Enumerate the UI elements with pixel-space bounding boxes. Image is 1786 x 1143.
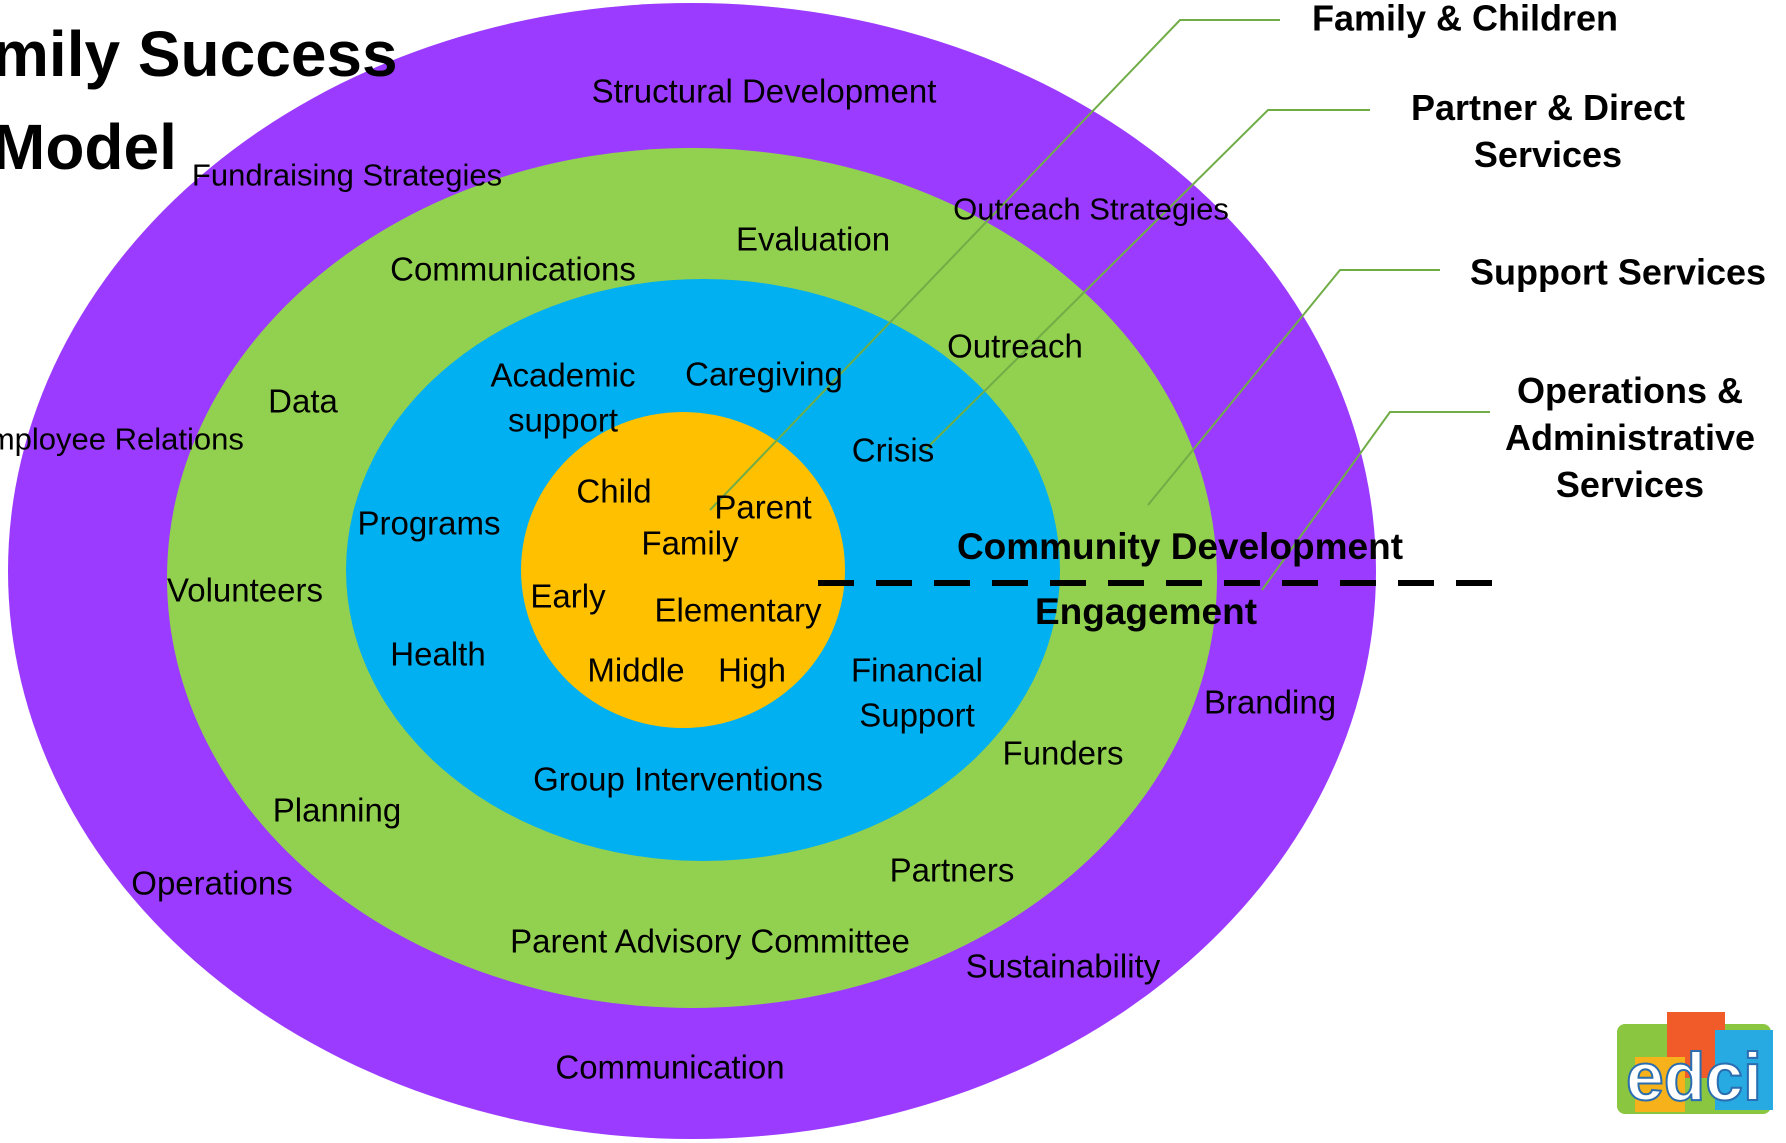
legend-support-services: Support Services <box>1469 251 1767 293</box>
label-caregiving: Caregiving <box>685 355 843 393</box>
label-evaluation: Evaluation <box>735 220 891 258</box>
label-group-interventions: Group Interventions <box>533 760 823 798</box>
label-branding: Branding <box>1203 683 1337 721</box>
title-line-2: Model <box>0 110 177 183</box>
label-community-development: Community Development <box>956 526 1404 567</box>
label-operations: Operations <box>131 864 293 902</box>
label-high: High <box>718 651 786 689</box>
label-crisis: Crisis <box>851 431 935 469</box>
title-line-1: mily Success <box>0 18 398 90</box>
label-child: Child <box>576 472 652 510</box>
label-engagement: Engagement <box>1034 591 1258 632</box>
label-employee-relations: Employee Relations <box>0 421 244 457</box>
label-planning: Planning <box>272 791 402 829</box>
label-elementary: Elementary <box>654 591 822 629</box>
label-communications: Communications <box>390 250 636 288</box>
label-programs: Programs <box>357 504 501 542</box>
label-middle: Middle <box>587 651 685 689</box>
label-funders: Funders <box>1002 734 1124 772</box>
label-data: Data <box>268 382 338 420</box>
leader-line-support-services <box>1147 269 1440 506</box>
label-financial-support: Financial Support <box>850 651 984 733</box>
leader-line-operations <box>1261 411 1490 591</box>
label-early: Early <box>530 577 606 615</box>
label-sustainability: Sustainability <box>965 947 1161 985</box>
label-academic-support: Academic support <box>490 356 636 438</box>
edci-logo: edci <box>1613 1012 1775 1118</box>
label-outreach: Outreach <box>947 327 1083 365</box>
label-outreach-strategies: Outreach Strategies <box>953 191 1229 227</box>
label-parent: Parent <box>714 488 812 526</box>
label-parent-advisory-committee: Parent Advisory Committee <box>510 922 910 960</box>
legend-family-children: Family & Children <box>1311 0 1619 39</box>
svg-text:edci: edci <box>1626 1039 1762 1115</box>
label-family: Family <box>641 524 739 562</box>
leader-line-family-children <box>709 19 1280 511</box>
family-children-core <box>521 412 845 728</box>
diagram-title: mily Success Model <box>0 8 398 194</box>
label-partners: Partners <box>889 851 1015 889</box>
legend-partner-direct-services: Partner & Direct Services <box>1410 87 1686 175</box>
label-structural-development: Structural Development <box>591 72 937 110</box>
label-fundraising-strategies: Fundraising Strategies <box>191 157 503 193</box>
label-volunteers: Volunteers <box>167 571 323 609</box>
legend-operations-administrative-services: Operations & Administrative Services <box>1504 369 1756 505</box>
label-communication: Communication <box>555 1048 785 1086</box>
leader-line-partner-services <box>924 109 1370 451</box>
label-health: Health <box>390 635 486 673</box>
